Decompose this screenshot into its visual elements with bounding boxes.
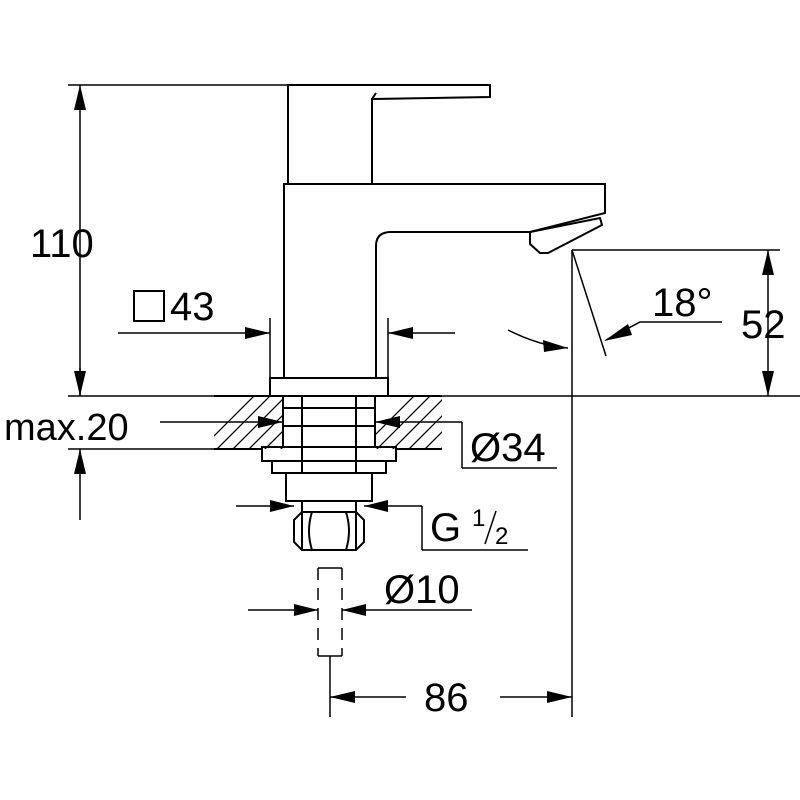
thread-main-label: G	[430, 506, 461, 550]
dimension-square-43: 43	[118, 285, 455, 339]
square-icon	[133, 290, 165, 322]
height-outlet-label: 52	[741, 303, 786, 347]
reach-label: 86	[424, 676, 469, 720]
pipe-diameter-label: Ø10	[384, 568, 460, 612]
dimension-max-20: max.20	[4, 368, 283, 520]
dimension-86: 86	[330, 676, 572, 720]
thread-denominator-label: 2	[495, 523, 508, 550]
spout-angle-label: 18°	[652, 281, 713, 325]
dimension-110: 110	[30, 85, 94, 396]
thread-numerator-label: 1	[472, 505, 485, 532]
max-thickness-label: max.20	[4, 407, 129, 449]
hole-diameter-label: Ø34	[470, 426, 546, 470]
square-base-label: 43	[170, 285, 215, 329]
dimension-thread-g-half: G 1 2	[236, 500, 528, 551]
extension-lines	[68, 84, 800, 717]
faucet-body	[283, 84, 606, 379]
counter-top	[214, 395, 442, 450]
dimension-52: 52	[741, 250, 786, 396]
dimension-diameter-10: Ø10	[248, 568, 472, 616]
supply-pipe	[317, 567, 343, 657]
height-total-label: 110	[30, 222, 94, 266]
dimension-angle-18: 18°	[507, 281, 722, 352]
mounting-parts	[261, 377, 397, 551]
dimension-diameter-34: Ø34	[375, 416, 557, 470]
